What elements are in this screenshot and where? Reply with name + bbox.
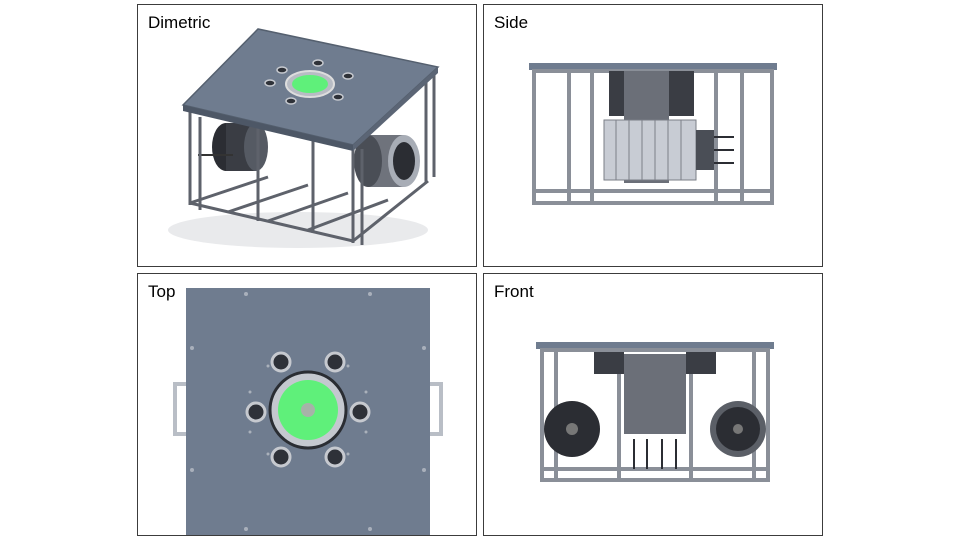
view-label-top: Top [148,282,176,301]
front-top-plate [536,342,774,349]
front-view-panel: Front [483,273,823,536]
left-thruster-icon [198,123,268,171]
side-top-plate [529,63,777,70]
view-label-dimetric: Dimetric [148,13,211,32]
right-thruster-icon [354,135,420,187]
dimetric-port-icon [292,75,328,93]
dimetric-frame [188,75,436,245]
side-view-panel: Side [483,4,823,267]
top-view-panel: Top [137,273,477,536]
view-label-side: Side [494,13,529,32]
side-thruster-icon [603,119,714,181]
front-right-thruster-icon [710,401,766,457]
front-left-thruster-icon [544,401,600,457]
dimetric-rov-render [168,28,440,248]
front-rov-render [536,342,774,482]
dimetric-view-panel: Dimetric [137,4,477,267]
view-label-front: Front [494,282,534,301]
side-rov-render [529,63,777,205]
side-frame [532,69,774,205]
top-rov-render [173,288,443,535]
